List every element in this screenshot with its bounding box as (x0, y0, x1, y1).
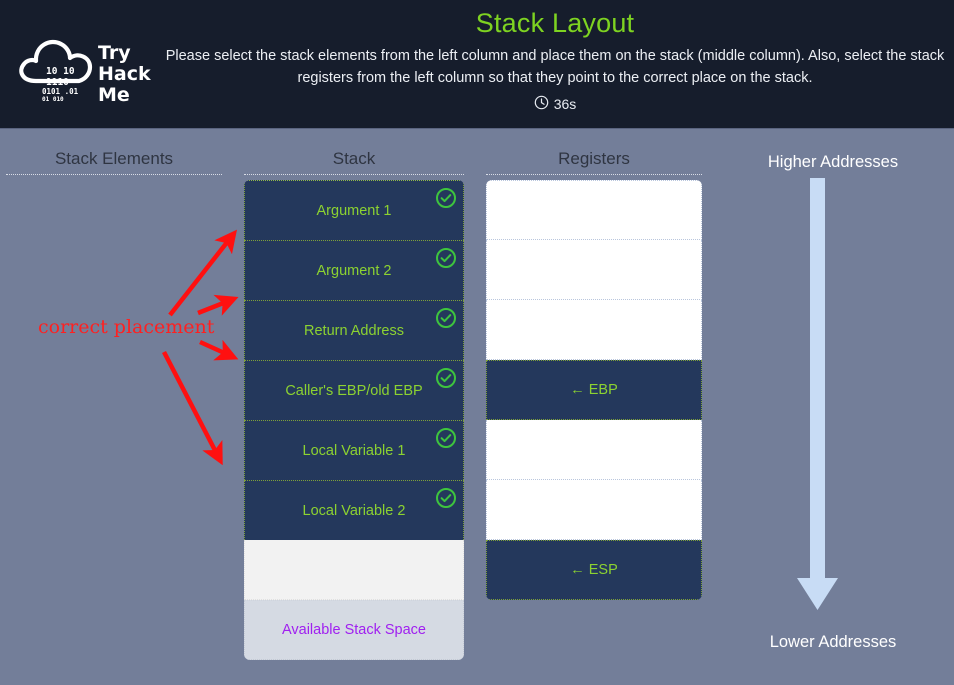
register-slot-empty[interactable] (486, 300, 702, 360)
stack-slot[interactable]: Argument 1 (244, 180, 464, 240)
register-slot-label: ← ESP (570, 562, 618, 578)
svg-text:10 10: 10 10 (46, 66, 75, 77)
page-header: 10 10 1110 0101 .01 01 010 Try Hack Me S… (0, 0, 954, 129)
svg-text:1110: 1110 (46, 77, 69, 88)
stack-slot[interactable]: Caller's EBP/old EBP (244, 360, 464, 420)
column-header-registers: Registers (486, 149, 702, 175)
register-slot-ebp[interactable]: ← EBP (486, 360, 702, 420)
registers-column[interactable]: ← EBP ← ESP (486, 180, 702, 600)
svg-text:Me: Me (98, 84, 130, 102)
check-circle-icon (435, 247, 457, 269)
stack-slot[interactable]: Return Address (244, 300, 464, 360)
down-arrow-icon (712, 178, 954, 643)
register-slot-empty[interactable] (486, 240, 702, 300)
stack-slot-label: Caller's EBP/old EBP (285, 382, 423, 399)
header-content: Stack Layout Please select the stack ele… (165, 6, 945, 113)
svg-text:Hack: Hack (98, 63, 151, 85)
page-instructions: Please select the stack elements from th… (165, 48, 945, 86)
stack-slot-label: Available Stack Space (281, 622, 427, 638)
svg-text:Try: Try (98, 42, 131, 64)
stack-slot-empty[interactable] (244, 540, 464, 600)
check-circle-icon (435, 427, 457, 449)
stack-slot-available-space[interactable]: Available Stack Space (244, 600, 464, 660)
column-header-stack-elements: Stack Elements (6, 149, 222, 175)
svg-text:0101 .01: 0101 .01 (42, 87, 79, 96)
register-slot-empty[interactable] (486, 420, 702, 480)
check-circle-icon (435, 367, 457, 389)
column-header-stack: Stack (244, 149, 464, 175)
svg-text:01 010: 01 010 (42, 96, 64, 102)
register-slot-label: ← EBP (570, 382, 618, 398)
clock-icon (534, 95, 549, 113)
higher-addresses-label: Higher Addresses (767, 153, 899, 171)
stack-slot-label: Local Variable 1 (302, 442, 406, 459)
register-slot-empty[interactable] (486, 180, 702, 240)
stack-slot-label: Argument 1 (316, 202, 392, 219)
stack-slot-label: Argument 2 (316, 262, 392, 279)
timer-value: 36s (553, 96, 577, 112)
register-slot-esp[interactable]: ← ESP (486, 540, 702, 600)
stack-column[interactable]: Argument 1 Argument 2 Return Address Cal… (244, 180, 464, 660)
stack-slot[interactable]: Argument 2 (244, 240, 464, 300)
timer: 36s (165, 95, 945, 113)
lower-addresses-label: Lower Addresses (769, 633, 897, 651)
check-circle-icon (435, 307, 457, 329)
stack-slot-label: Return Address (304, 322, 404, 339)
address-direction-guide: Higher Addresses Lower Addresses (712, 150, 954, 670)
stack-slot-label: Local Variable 2 (302, 502, 406, 519)
page-title: Stack Layout (475, 8, 635, 38)
stack-slot[interactable]: Local Variable 1 (244, 420, 464, 480)
stack-slot[interactable]: Local Variable 2 (244, 480, 464, 540)
tryhackme-logo: 10 10 1110 0101 .01 01 010 Try Hack Me (14, 26, 164, 106)
check-circle-icon (435, 187, 457, 209)
check-circle-icon (435, 487, 457, 509)
annotation-label: correct placement (38, 316, 215, 338)
register-slot-empty[interactable] (486, 480, 702, 540)
